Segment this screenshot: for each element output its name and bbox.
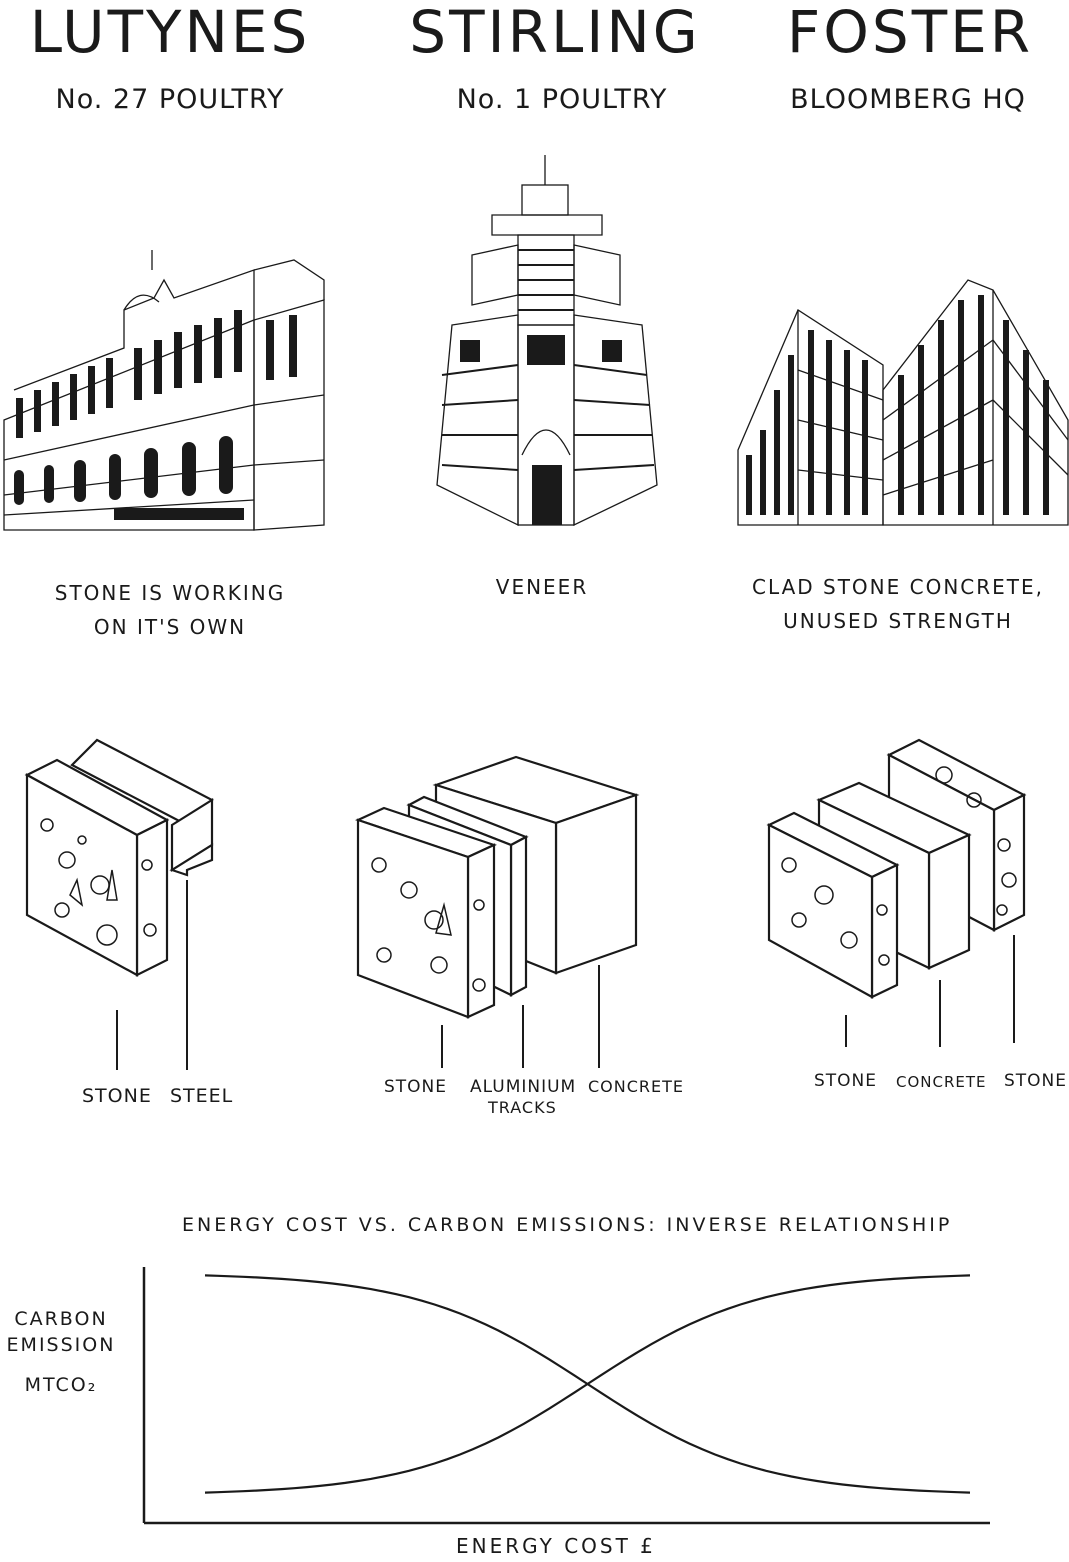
note-line: UNUSED STRENGTH (783, 609, 1013, 633)
label-stirling-aluminium: ALUMINIUM (470, 1077, 577, 1097)
chart-title: ENERGY COST VS. CARBON EMISSIONS: INVERS… (182, 1214, 953, 1236)
building-bloomberg-hq: BLOOMBERG HQ (790, 84, 1026, 115)
note-lutyens: STONE IS WORKING ON IT'S OWN (20, 576, 320, 644)
label-foster-stone-2: STONE (1004, 1071, 1068, 1091)
increasing-curve (204, 1274, 971, 1494)
lutyens-wall-section (24, 738, 214, 1070)
label-lutyens-steel: STEEL (170, 1085, 234, 1107)
label-stirling-concrete: CONCRETE (588, 1077, 685, 1096)
note-foster: CLAD STONE CONCRETE, UNUSED STRENGTH (738, 570, 1058, 638)
label-lutyens-stone: STONE (82, 1085, 152, 1107)
label-foster-stone: STONE (814, 1071, 878, 1091)
architect-lutynes: LUTYNES (29, 0, 311, 66)
ylabel-line: EMISSION (6, 1334, 116, 1356)
foster-wall-section (766, 738, 1027, 1047)
label-stirling-tracks: TRACKS (488, 1098, 557, 1117)
stirling-wall-section (355, 755, 640, 1068)
note-line: STONE IS WORKING (54, 581, 286, 605)
stirling-building-sketch (436, 155, 658, 527)
chart-xlabel: ENERGY COST £ (456, 1534, 656, 1558)
note-line: CLAD STONE CONCRETE, (752, 575, 1044, 599)
foster-building-sketch (737, 279, 1069, 526)
building-no27-poultry: No. 27 POULTRY (55, 84, 285, 115)
lutyens-building-sketch (3, 250, 325, 531)
architect-stirling: STIRLING (409, 0, 701, 66)
label-stirling-stone: STONE (384, 1077, 448, 1097)
note-line: ON IT'S OWN (93, 615, 247, 639)
inverse-relationship-chart (142, 1267, 990, 1525)
ylabel-line: MTCO₂ (24, 1374, 98, 1396)
chart-ylabel: CARBON EMISSION MTCO₂ (0, 1306, 122, 1398)
note-line: VENEER (495, 575, 589, 599)
label-foster-concrete: CONCRETE (896, 1073, 987, 1091)
architect-foster: FOSTER (786, 0, 1034, 66)
ylabel-line: CARBON (14, 1308, 108, 1330)
building-no1-poultry: No. 1 POULTRY (456, 84, 668, 115)
note-stirling: VENEER (392, 570, 692, 604)
